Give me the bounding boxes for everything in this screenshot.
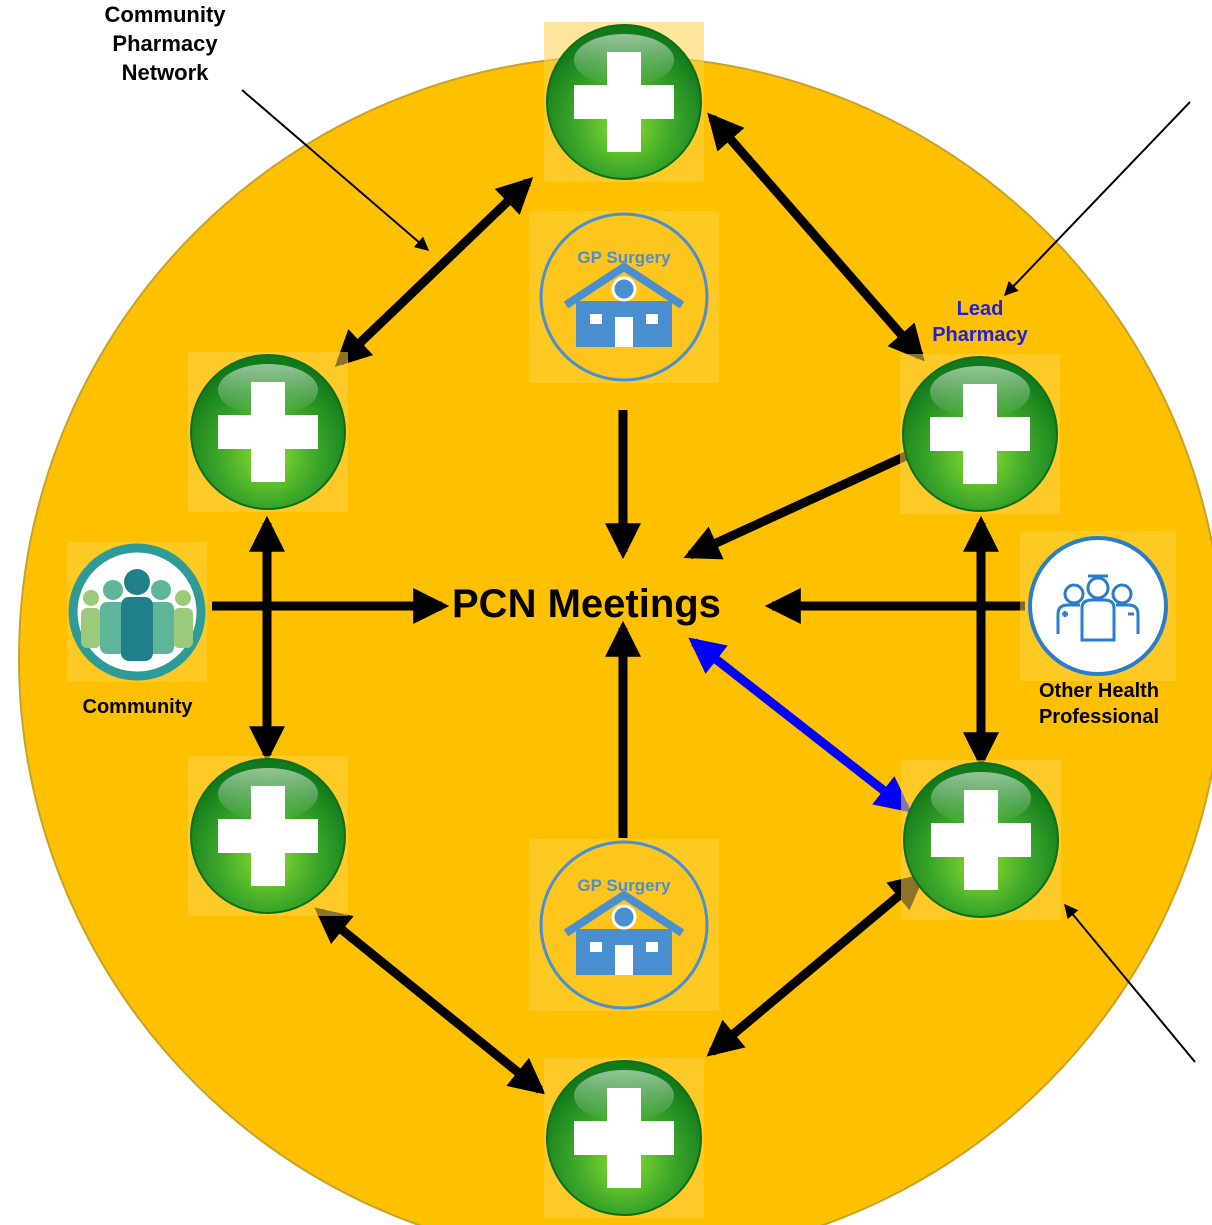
pharmacy-bottom-icon <box>543 1057 705 1219</box>
pharmacy-callout-line <box>1064 903 1196 1063</box>
pcn-meetings-hub-label: PCN Meetings <box>452 582 721 626</box>
other-health-professional-label: Other Health Professional <box>1038 680 1160 729</box>
gp-surgery-top-icon: GP Surgery <box>529 211 719 383</box>
svg-text:GP Surgery: GP Surgery <box>577 248 671 267</box>
community-people-icon <box>67 542 207 682</box>
ring-arrow-top-left <box>334 177 534 367</box>
pharmacy-top-icon <box>543 21 705 183</box>
community-label: Community <box>82 696 193 718</box>
lead-pharmacy-callout-line <box>1004 101 1191 297</box>
pharmacy-upper-left-icon <box>187 351 349 513</box>
lead-pharmacy-label: Lead Pharmacy <box>932 298 1028 347</box>
community-pharmacy-network-label: Community Pharmacy Network <box>104 2 226 86</box>
ring-arrow-bottom-right <box>706 873 926 1057</box>
blue-arrow-pcn-pharmacy <box>688 637 912 813</box>
pharmacy-lower-left-icon <box>187 755 349 917</box>
arrow-lead-pharmacy-to-pcn <box>683 450 910 560</box>
ring-arrow-bottom-left <box>314 907 546 1095</box>
svg-text:GP Surgery: GP Surgery <box>577 876 671 895</box>
pharmacy-lower-right-icon <box>900 759 1062 921</box>
gp-surgery-bottom-icon: GP Surgery <box>529 839 719 1011</box>
ring-arrow-top-right <box>707 112 925 362</box>
health-professionals-icon <box>1020 531 1176 681</box>
lead-pharmacy-icon <box>899 353 1061 515</box>
